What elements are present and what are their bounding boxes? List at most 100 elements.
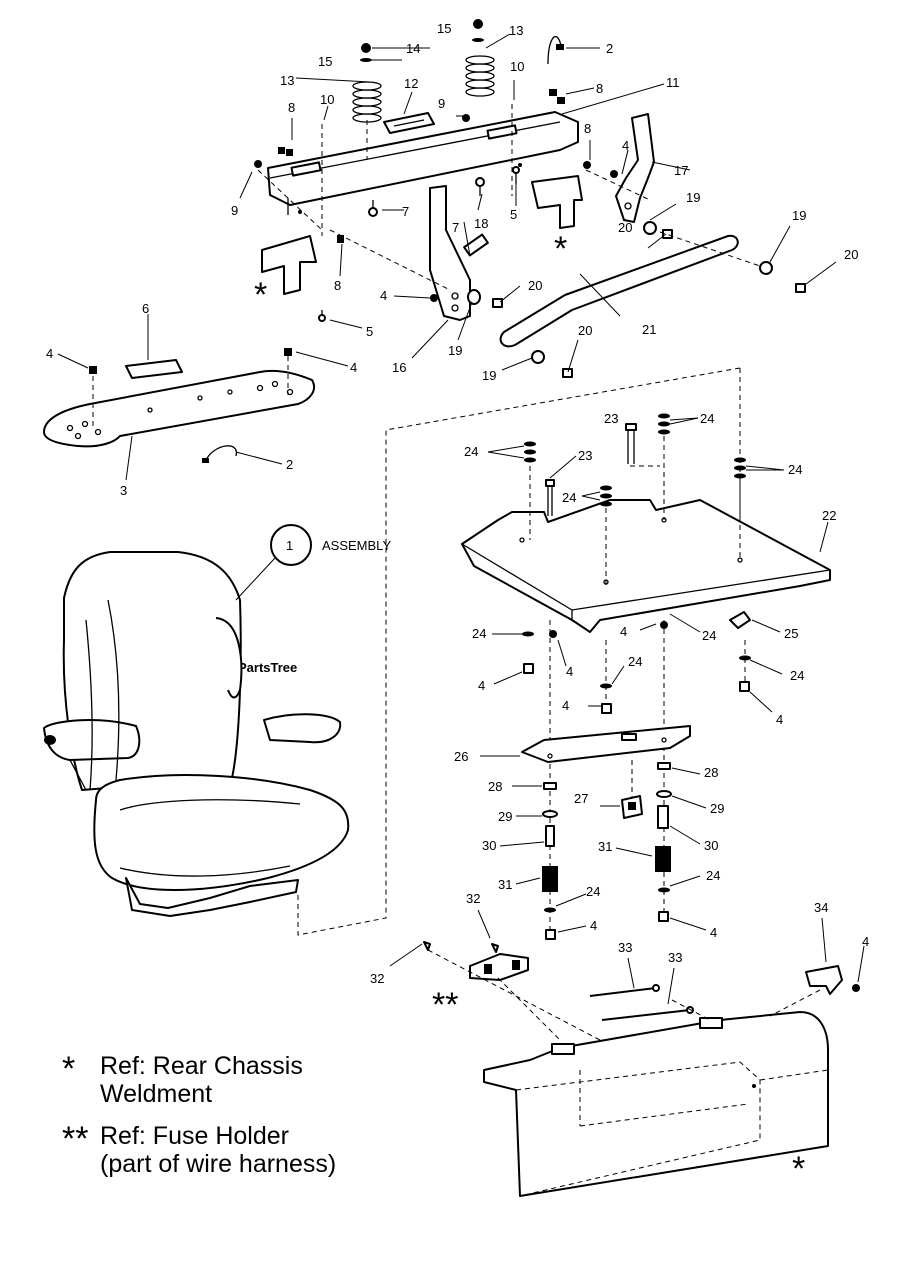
callout: 16 <box>392 360 406 375</box>
callout: 23 <box>578 448 592 463</box>
rods-33 <box>589 984 694 1021</box>
callout: 20 <box>578 323 592 338</box>
callout: 9 <box>231 203 238 218</box>
suspension-right <box>655 762 672 922</box>
callout: 14 <box>406 41 420 56</box>
callout: 19 <box>448 343 462 358</box>
callout: 29 <box>710 801 724 816</box>
rear-cover <box>483 1011 829 1197</box>
callout: 4 <box>710 925 717 940</box>
assembly-number: 1 <box>286 538 293 553</box>
callout: 8 <box>584 121 591 136</box>
callout: 25 <box>784 626 798 641</box>
callout: 6 <box>142 301 149 316</box>
lever-17 <box>615 113 655 223</box>
callout: 15 <box>318 54 332 69</box>
callout: 24 <box>790 668 804 683</box>
callout: 13 <box>509 23 523 38</box>
callout: 20 <box>844 247 858 262</box>
seat-mount-bracket <box>267 111 579 215</box>
slide-26 <box>521 725 691 763</box>
note-symbol: * <box>62 1050 76 1088</box>
callout: 4 <box>380 288 387 303</box>
lower-dashed-guides <box>427 949 821 1041</box>
callout: 30 <box>704 838 718 853</box>
hardware-below-pan <box>522 611 751 714</box>
callout: 8 <box>288 100 295 115</box>
callout: 8 <box>334 278 341 293</box>
callout: 3 <box>120 483 127 498</box>
bolts-23 <box>545 423 637 516</box>
wire-2-lower <box>202 445 237 463</box>
pan-dashed-guides <box>529 436 746 940</box>
callout: 4 <box>46 346 53 361</box>
callout: 15 <box>437 21 451 36</box>
spring-13-right <box>465 55 495 97</box>
callout: 28 <box>488 779 502 794</box>
callout: 13 <box>280 73 294 88</box>
callout: 20 <box>618 220 632 235</box>
switch-27 <box>621 795 643 819</box>
note-fuse-holder: ** Ref: Fuse Holder (part of wire harnes… <box>62 1122 482 1178</box>
callout: 4 <box>620 624 627 639</box>
top-dashed-guides <box>257 104 761 291</box>
callout: 23 <box>604 411 618 426</box>
callout: 10 <box>510 59 524 74</box>
callout: 9 <box>438 96 445 111</box>
callout: 4 <box>566 664 573 679</box>
callout: 20 <box>528 278 542 293</box>
ref-asterisk: * <box>792 1150 805 1188</box>
assembly-callout: 1 ASSEMBLY <box>235 524 391 601</box>
callout-labels: 15 15 14 13 13 2 10 10 8 8 8 8 11 12 9 9… <box>46 21 869 986</box>
callout: 21 <box>642 322 656 337</box>
assembly-label: ASSEMBLY <box>322 538 391 553</box>
callout: 12 <box>404 76 418 91</box>
callout: 24 <box>628 654 642 669</box>
callout: 24 <box>700 411 714 426</box>
callout: 32 <box>370 971 384 986</box>
callout: 5 <box>366 324 373 339</box>
nuts-plate <box>89 348 292 374</box>
callout: 24 <box>472 626 486 641</box>
callout: 28 <box>704 765 718 780</box>
callout: 18 <box>474 216 488 231</box>
ref-bracket-left <box>261 235 317 295</box>
ref-asterisk: * <box>554 230 567 268</box>
callout: 19 <box>482 368 496 383</box>
callout: 4 <box>862 934 869 949</box>
legend-notes: * Ref: Rear Chassis Weldment ** Ref: Fus… <box>62 1052 482 1192</box>
note-text: Ref: Fuse Holder (part of wire harness) <box>100 1122 337 1178</box>
watermark: PartsTree <box>238 660 297 675</box>
ref-double-asterisk: ** <box>432 986 458 1024</box>
callout: 33 <box>618 940 632 955</box>
callout: 24 <box>702 628 716 643</box>
lever-16 <box>429 185 471 321</box>
callout: 24 <box>706 868 720 883</box>
callout: 24 <box>788 462 802 477</box>
ref-markers: * * ** * <box>254 230 805 1188</box>
callout: 4 <box>622 138 629 153</box>
callout: 24 <box>464 444 478 459</box>
callout: 17 <box>674 163 688 178</box>
callout: 10 <box>320 92 334 107</box>
callout: 4 <box>590 918 597 933</box>
callout: 22 <box>822 508 836 523</box>
small-hardware <box>254 19 618 322</box>
link-rod-21 <box>499 234 739 348</box>
fuse-holder <box>423 941 529 981</box>
callout: 8 <box>596 81 603 96</box>
callout: 31 <box>498 877 512 892</box>
callout: 26 <box>454 749 468 764</box>
note-text: Ref: Rear Chassis Weldment <box>100 1052 303 1108</box>
callout: 30 <box>482 838 496 853</box>
ref-bracket-right <box>531 175 583 229</box>
callout: 24 <box>586 884 600 899</box>
pin-18 <box>463 233 489 257</box>
callout: 19 <box>686 190 700 205</box>
callout: 7 <box>402 204 409 219</box>
callout: 2 <box>606 41 613 56</box>
callout: 29 <box>498 809 512 824</box>
note-symbol: ** <box>62 1120 89 1158</box>
callout: 11 <box>666 75 680 90</box>
